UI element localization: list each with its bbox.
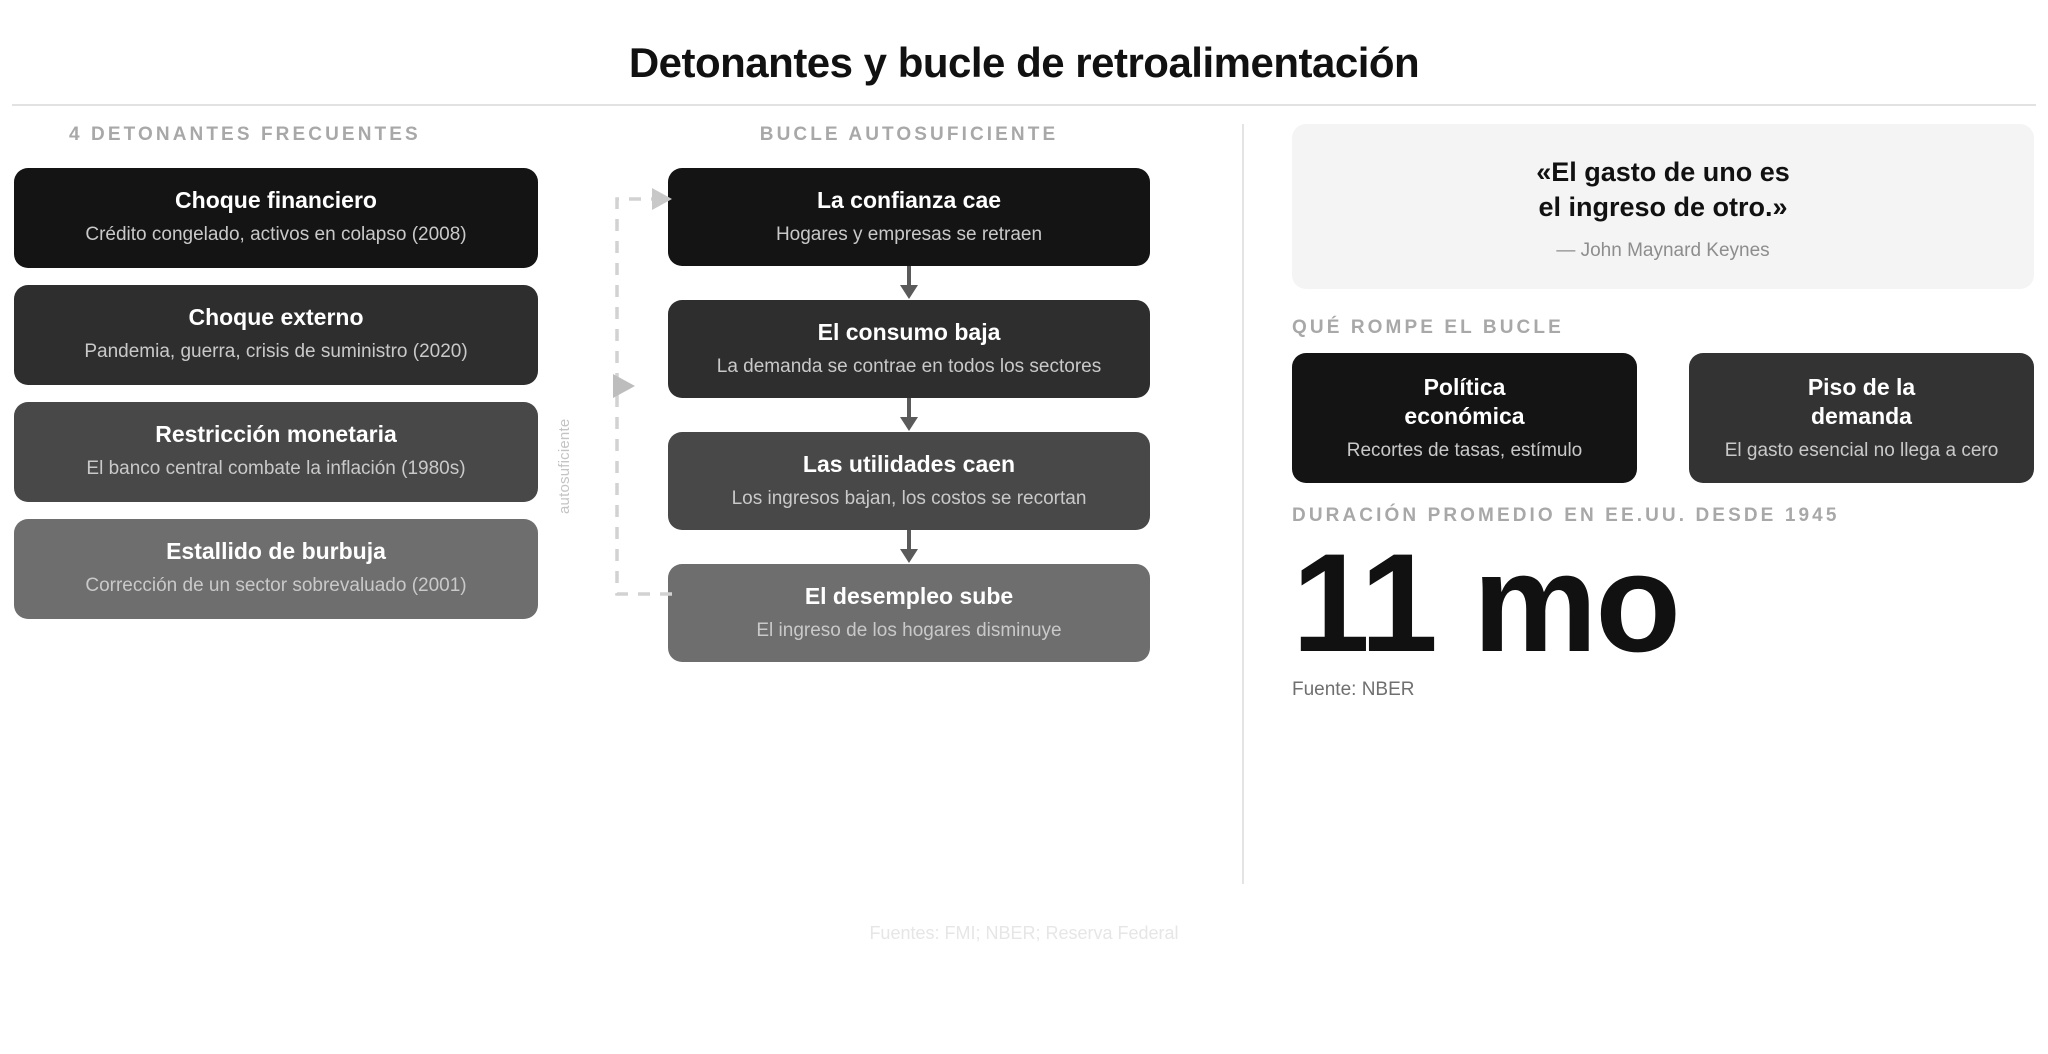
quote-line-2: el ingreso de otro.» <box>1538 191 1788 222</box>
loop-step-subtitle: Hogares y empresas se retraen <box>775 224 1043 246</box>
stat-source: Fuente: NBER <box>1292 679 1415 701</box>
breakers-row: Política económica Recortes de tasas, es… <box>1292 353 2034 484</box>
trigger-card-monetary[interactable]: Restricción monetaria El banco central c… <box>14 402 538 503</box>
keynes-quote-box: «El gasto de uno es el ingreso de otro.»… <box>1292 124 2034 290</box>
flow-arrow-2 <box>668 398 1150 432</box>
loop-step-confidence[interactable]: La confianza cae Hogares y empresas se r… <box>668 168 1150 267</box>
quote-attribution: — John Maynard Keynes <box>1556 240 1770 262</box>
breaker-subtitle: El gasto esencial no llega a cero <box>1724 440 1999 462</box>
stat-value: 11 mo <box>1292 524 1681 682</box>
trigger-title: Restricción monetaria <box>155 421 397 448</box>
loop-axis-label: autosuficiente <box>556 418 573 515</box>
trigger-subtitle: Corrección de un sector sobrevaluado (20… <box>85 575 467 597</box>
page-title: Detonantes y bucle de retroalimentación <box>628 39 1420 87</box>
loop-column: Bucle autosuficiente La confianza cae Ho… <box>668 124 1150 663</box>
loop-step-subtitle: Los ingresos bajan, los costos se recort… <box>731 488 1087 510</box>
trigger-card-financial[interactable]: Choque financiero Crédito congelado, act… <box>14 168 538 269</box>
trigger-subtitle: Crédito congelado, activos en colapso (2… <box>85 224 467 246</box>
breakers-section-label: Qué rompe el bucle <box>1292 317 1564 339</box>
breaker-card-policy[interactable]: Política económica Recortes de tasas, es… <box>1292 353 1637 484</box>
footer-sources: Fuentes: FMI; NBER; Reserva Federal <box>869 923 1179 944</box>
flow-arrow-3 <box>668 530 1150 564</box>
loop-step-title: La confianza cae <box>816 187 1002 214</box>
trigger-title: Estallido de burbuja <box>166 538 386 565</box>
column-divider <box>1242 124 1244 885</box>
breaker-title-line-1: Política <box>1423 373 1506 400</box>
breaker-title: Política económica <box>1302 373 1627 431</box>
loop-step-unemployment[interactable]: El desempleo sube El ingreso de los hoga… <box>668 564 1150 663</box>
loop-step-subtitle: El ingreso de los hogares disminuye <box>756 620 1062 642</box>
trigger-subtitle: El banco central combate la inflación (1… <box>86 458 466 480</box>
breaker-title-line-2: demanda <box>1811 402 1912 429</box>
triggers-column: 4 detonantes frecuentes Choque financier… <box>14 124 538 636</box>
loop-step-profits[interactable]: Las utilidades caen Los ingresos bajan, … <box>668 432 1150 531</box>
breaker-title: Piso de la demanda <box>1699 373 2024 431</box>
quote-line-1: «El gasto de uno es <box>1536 157 1790 188</box>
loop-step-consumption[interactable]: El consumo baja La demanda se contrae en… <box>668 300 1150 399</box>
trigger-card-external[interactable]: Choque externo Pandemia, guerra, crisis … <box>14 285 538 386</box>
breaker-title-line-1: Piso de la <box>1807 373 1916 400</box>
trigger-card-bubble[interactable]: Estallido de burbuja Corrección de un se… <box>14 519 538 620</box>
trigger-title: Choque externo <box>188 304 364 331</box>
flow-arrow-1 <box>668 266 1150 300</box>
loop-step-title: El consumo baja <box>817 319 1001 346</box>
title-divider <box>12 104 2036 107</box>
stat-label: Duración promedio en EE.UU. desde 1945 <box>1292 505 1840 527</box>
aside-column: «El gasto de uno es el ingreso de otro.»… <box>1292 124 2034 701</box>
loop-step-title: El desempleo sube <box>804 583 1014 610</box>
breaker-title-line-2: económica <box>1404 402 1525 429</box>
loop-step-title: Las utilidades caen <box>802 451 1016 478</box>
trigger-subtitle: Pandemia, guerra, crisis de suministro (… <box>84 341 468 363</box>
loop-section-label: Bucle autosuficiente <box>759 124 1059 146</box>
infographic-board: 4 detonantes frecuentes Choque financier… <box>0 124 2048 958</box>
triggers-section-label: 4 detonantes frecuentes <box>69 124 421 146</box>
loop-step-subtitle: La demanda se contrae en todos los secto… <box>716 356 1102 378</box>
breaker-subtitle: Recortes de tasas, estímulo <box>1346 440 1583 462</box>
breaker-card-demand-floor[interactable]: Piso de la demanda El gasto esencial no … <box>1689 353 2034 484</box>
trigger-title: Choque financiero <box>175 187 377 214</box>
